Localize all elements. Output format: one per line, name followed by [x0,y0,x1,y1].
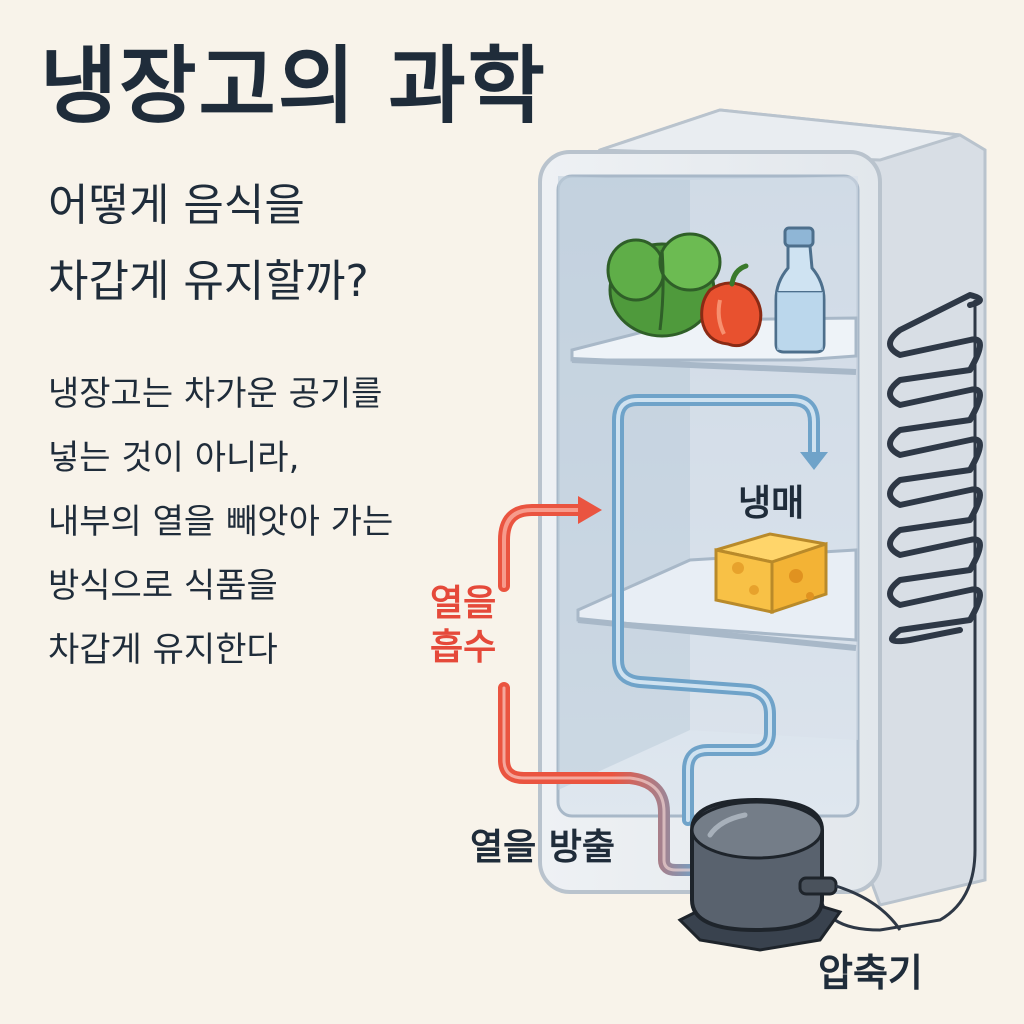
subtitle-line: 차갑게 유지할까? [48,256,369,307]
water-bottle-icon [774,226,826,354]
subtitle-line: 어떻게 음식을 [48,180,305,231]
release-heat-label: 열을 방출 [470,827,616,868]
heat-arrow-icon [578,496,602,524]
description-line: 넣는 것이 아니라, [48,438,300,478]
description-line: 차갑게 유지한다 [48,630,278,670]
page-title: 냉장고의 과학 [40,37,547,135]
compressor-icon [677,797,902,952]
coolant-arrow-icon [800,452,828,470]
cheese-icon [714,532,828,615]
bell-pepper-icon [700,263,763,348]
coolant-label: 냉매 [738,483,805,524]
description-line: 방식으로 식품을 [48,566,278,606]
absorb-heat-line: 흡수 [430,627,497,668]
subtitle: 어떻게 음식을 차갑게 유지할까? [48,168,369,320]
description-line: 냉장고는 차가운 공기를 [48,374,383,414]
coolant-pipe [612,394,828,826]
description-line: 내부의 열을 빼앗아 가는 [48,502,394,542]
absorb-heat-label: 열을 흡수 [430,582,496,670]
heat-pipe [498,496,706,876]
compressor-label: 압축기 [818,951,923,995]
description: 냉장고는 차가운 공기를 넣는 것이 아니라, 내부의 열을 빼앗아 가는 방식… [48,362,393,682]
absorb-heat-line: 열을 [430,583,497,624]
